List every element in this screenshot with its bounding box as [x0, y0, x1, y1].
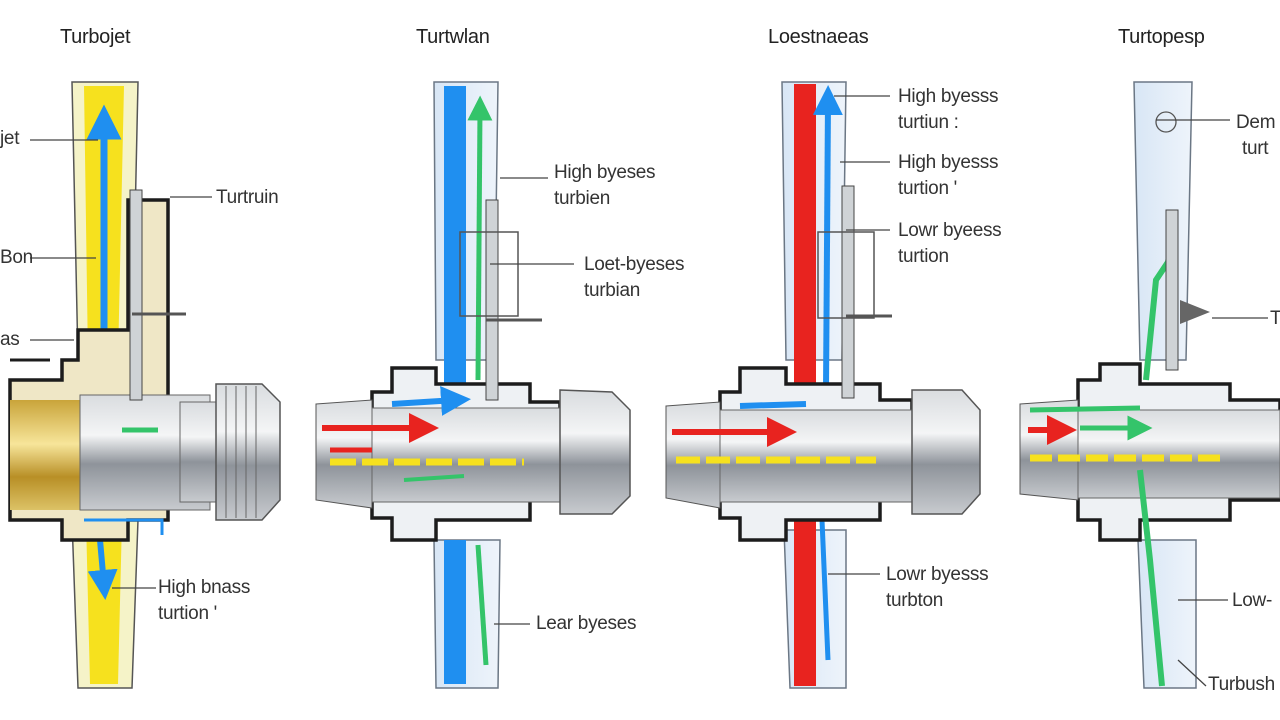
e4-green-arrow-1	[1029, 405, 1141, 413]
e4-label-top-1: Dem	[1236, 112, 1276, 133]
e1-nozzle	[215, 383, 281, 521]
e3-label-low-bypass-a2: turtion	[898, 246, 949, 267]
e3-core	[719, 409, 913, 503]
e4-label-low: Low-	[1232, 590, 1272, 611]
e2-spar	[485, 199, 499, 401]
e3-label-low-bypass-b1: Lowr byesss	[886, 564, 989, 585]
e2-green-up-arrow	[467, 95, 493, 381]
e3-label-high-bypass-b1: High byesss	[898, 152, 999, 173]
e2-core	[371, 407, 561, 503]
title-engine-2: Turtwlan	[416, 26, 490, 48]
title-engine-4: Turtopesp	[1118, 26, 1205, 48]
e4-core	[1077, 409, 1280, 499]
e1-label-high-bypass-1: High bnass	[158, 577, 251, 598]
e2-label-low-bypass-2: turbian	[584, 280, 640, 301]
e2-label-high-bypass-1: High byeses	[554, 162, 656, 183]
e4-inlet	[1019, 399, 1079, 501]
e2-blue-flow-low	[444, 540, 466, 684]
e3-red-flow-low	[794, 510, 816, 686]
e3-label-high-bypass-a1: High byesss	[898, 86, 999, 107]
e3-red-flow	[794, 84, 816, 396]
e2-blue-flow	[444, 86, 466, 396]
e1-label-jet: jet	[0, 128, 20, 149]
e4-green-low	[1137, 469, 1165, 687]
engine-1	[8, 81, 281, 689]
e2-inlet	[315, 399, 373, 509]
engine-4	[1019, 81, 1280, 689]
e2-label-high-bypass-2: turbien	[554, 188, 610, 209]
e1-label-turbine: Turtruin	[216, 187, 279, 208]
e4-hub-mark	[1155, 111, 1177, 133]
e2-label-low-bypass-bottom: Lear byeses	[536, 613, 637, 634]
e2-green-low-arrow	[475, 544, 489, 666]
e3-blue-arrow	[739, 401, 807, 409]
e1-blue-low-arrow	[87, 539, 118, 600]
e3-label-high-bypass-a2: turtiun :	[898, 112, 959, 133]
e1-spar	[129, 189, 143, 401]
e4-label-bottom: Turbush	[1208, 674, 1275, 695]
e3-nozzle	[911, 389, 981, 515]
engine-3	[665, 81, 981, 689]
e1-brass-shaft	[10, 400, 90, 510]
e2-nozzle	[559, 389, 631, 515]
e3-label-low-bypass-b2: turbton	[886, 590, 944, 611]
e2-label-low-bypass-1: Loet-byeses	[584, 254, 685, 275]
e4-label-mid: T	[1270, 308, 1280, 329]
e3-blue-up-arrow	[812, 85, 843, 391]
e1-label-high-bypass-2: turtion '	[158, 603, 218, 624]
title-engine-3: Loestnaeas	[768, 26, 869, 48]
title-turbojet: Turbojet	[60, 26, 131, 48]
e1-label-bon: Bon	[0, 247, 33, 268]
e2-blue-arrow	[391, 385, 471, 416]
e3-label-low-bypass-a1: Lowr byeess	[898, 220, 1002, 241]
e1-nozzle-mid	[179, 401, 221, 503]
e3-inlet	[665, 401, 721, 509]
e1-label-as: as	[0, 329, 20, 350]
e4-spar	[1165, 209, 1179, 371]
e3-spar	[841, 185, 855, 399]
e3-label-high-bypass-b2: turtion '	[898, 178, 958, 199]
engine-2	[315, 81, 631, 689]
e2-fan-blade-low	[433, 539, 501, 689]
e4-label-top-2: turt	[1242, 138, 1269, 159]
e3-blue-low-arrow	[819, 519, 831, 661]
e1-yellow-flow-low	[86, 520, 122, 684]
e4-prop-blade-low	[1137, 539, 1197, 689]
